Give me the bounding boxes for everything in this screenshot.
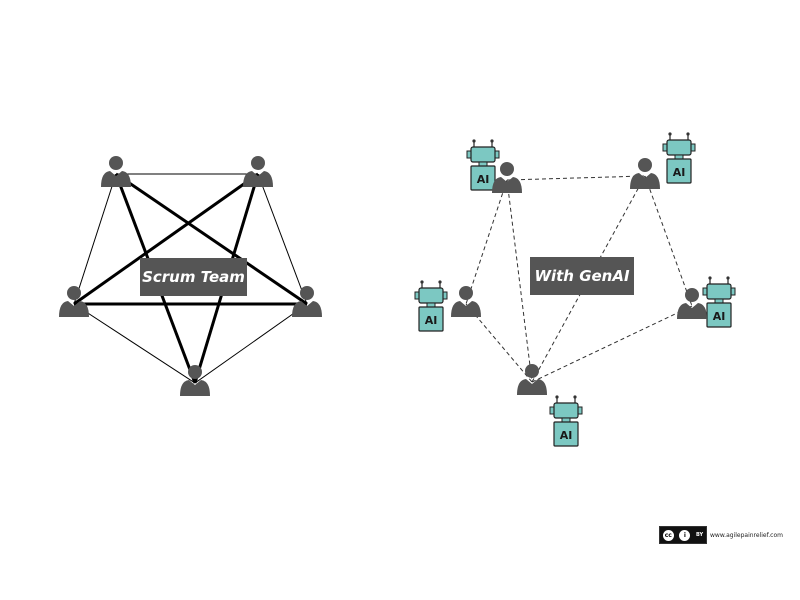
person-icon [492, 162, 522, 193]
ai-badge-label: AI [673, 166, 686, 179]
person-icon [101, 156, 131, 187]
attribution-icon: i [679, 529, 691, 541]
ai-connection-0 [506, 175, 646, 181]
scrum-team-label: Scrum Team [140, 258, 247, 296]
ai-robot-icon: AI [466, 138, 500, 191]
ai-robot-icon: AI [549, 394, 583, 447]
ai-connection-6 [531, 305, 693, 383]
license-url: www.agilepainrelief.com [710, 531, 783, 539]
outer-connection-4 [73, 173, 117, 305]
genai-team-connections [465, 175, 693, 383]
cross-connection-0 [115, 172, 308, 306]
outer-connection-3 [73, 303, 196, 384]
ai-badge-label: AI [560, 429, 573, 442]
ai-assistants: AI AI AI AI AI [414, 131, 736, 447]
person-icon [451, 286, 481, 317]
ai-connection-4 [644, 175, 693, 307]
ai-badge-label: AI [713, 310, 726, 323]
ai-robot-icon: AI [414, 279, 448, 332]
ai-connection-2 [506, 179, 533, 383]
creative-commons-badge: cc i BY [659, 526, 707, 544]
outer-connection-2 [194, 303, 308, 384]
ai-robot-icon: AI [662, 131, 696, 184]
ai-badge-label: AI [425, 314, 438, 327]
svg-text:With GenAI: With GenAI [534, 267, 630, 285]
ai-robot-icon: AI [702, 275, 736, 328]
genai-team-label: With GenAI [530, 257, 634, 295]
ai-badge-label: AI [477, 173, 490, 186]
outer-connection-1 [257, 173, 308, 305]
person-icon [517, 364, 547, 395]
person-icon [243, 156, 273, 187]
license-badge[interactable]: cc i BY www.agilepainrelief.com [659, 526, 783, 544]
ai-connection-1 [465, 179, 508, 305]
person-icon [630, 158, 660, 189]
svg-text:Scrum Team: Scrum Team [142, 268, 245, 286]
ai-connection-5 [465, 303, 533, 383]
person-icon [59, 286, 89, 317]
person-icon [292, 286, 322, 317]
license-by-label: BY [696, 532, 704, 538]
cross-connection-2 [73, 172, 259, 306]
cc-icon: cc [662, 529, 674, 541]
